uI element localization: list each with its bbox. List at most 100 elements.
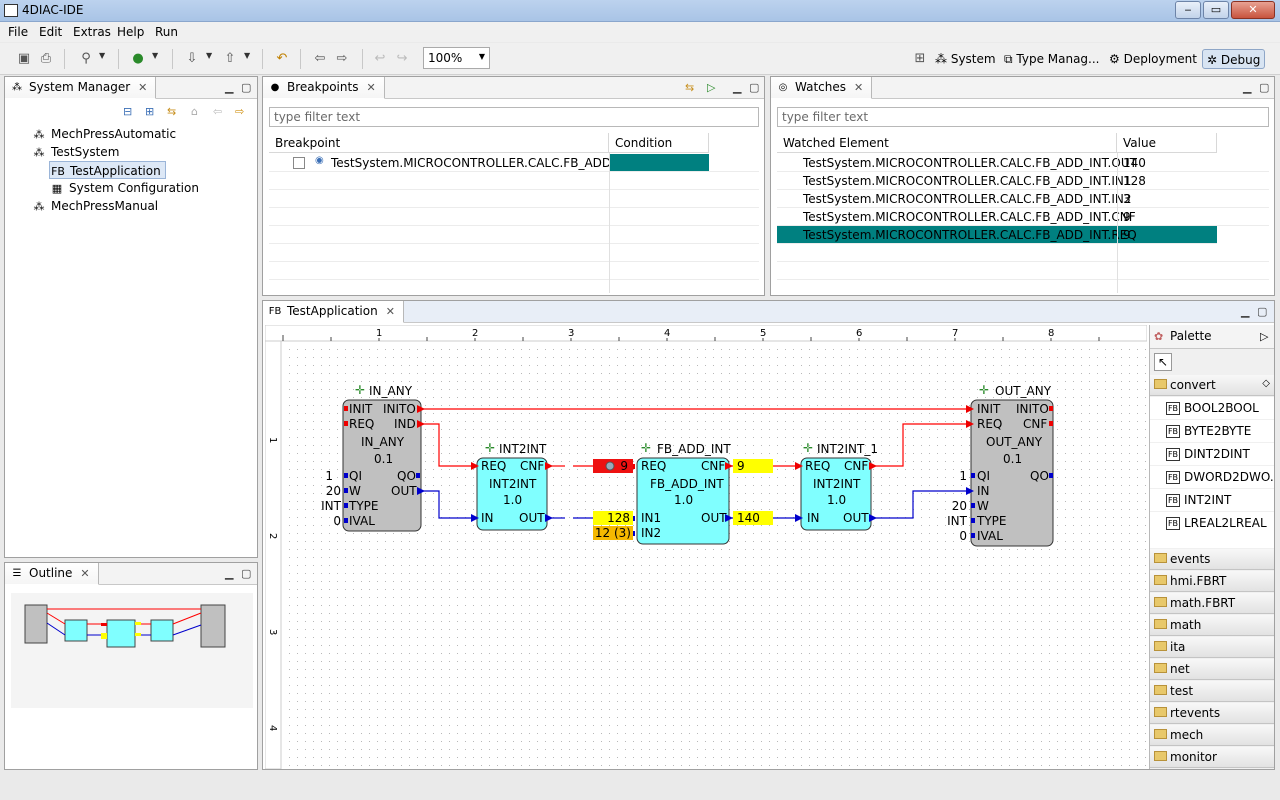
minimize-view-icon[interactable]: ▁ xyxy=(1241,305,1249,318)
palette-category[interactable]: net xyxy=(1150,659,1274,680)
outline-thumbnail[interactable] xyxy=(11,593,253,708)
minimize-view-icon[interactable]: ▁ xyxy=(733,81,741,94)
watch-row-selected[interactable]: TestSystem.MICROCONTROLLER.CALC.FB_ADD_I… xyxy=(777,226,1217,244)
breakpoint-filter-input[interactable]: type filter text xyxy=(269,107,759,127)
tab-testapplication[interactable]: FBTestApplication✕ xyxy=(263,301,404,323)
palette-item[interactable]: FBLREAL2LREAL xyxy=(1150,512,1274,534)
last-edit-icon[interactable]: ↶ xyxy=(274,51,290,67)
close-tab-icon[interactable]: ✕ xyxy=(366,81,375,94)
minimize-view-icon[interactable]: ▁ xyxy=(225,81,233,94)
redo-icon[interactable]: ↪ xyxy=(394,51,410,67)
back-nav-icon[interactable]: ⇦ xyxy=(213,105,222,118)
next-annotation-icon[interactable]: ⇩ xyxy=(184,51,200,67)
ruler-label: 1 xyxy=(376,328,382,339)
tab-outline[interactable]: ☰Outline✕ xyxy=(5,563,99,585)
close-tab-icon[interactable]: ✕ xyxy=(80,567,89,580)
save-icon[interactable]: ▣ xyxy=(16,51,32,67)
col-condition[interactable]: Condition xyxy=(609,133,709,153)
resume-icon[interactable]: ▷ xyxy=(707,81,715,94)
tab-system-manager[interactable]: ⁂System Manager✕ xyxy=(5,77,156,99)
watch-filter-input[interactable]: type filter text xyxy=(777,107,1269,127)
palette-category[interactable]: hmi.FBRT xyxy=(1150,571,1274,592)
palette-category-convert[interactable]: convert◇ xyxy=(1150,375,1274,396)
skip-breakpoints-icon[interactable]: ⇆ xyxy=(685,81,694,94)
close-tab-icon[interactable]: ✕ xyxy=(854,81,863,94)
col-value[interactable]: Value xyxy=(1117,133,1217,153)
run-icon[interactable]: ● xyxy=(130,51,146,67)
perspective-deployment[interactable]: ⚙ Deployment xyxy=(1105,49,1201,69)
expand-all-icon[interactable]: ⊞ xyxy=(145,105,154,118)
menu-help[interactable]: Help xyxy=(117,25,144,39)
maximize-view-icon[interactable]: ▢ xyxy=(749,81,759,94)
select-tool-icon[interactable]: ↖ xyxy=(1154,353,1172,371)
menu-edit[interactable]: Edit xyxy=(39,25,62,39)
forward-icon[interactable]: ⇨ xyxy=(334,51,350,67)
tab-breakpoints[interactable]: ●Breakpoints✕ xyxy=(263,77,385,99)
forward-nav-icon[interactable]: ⇨ xyxy=(235,105,244,118)
system-icon: ⁂ xyxy=(31,198,47,216)
fb-int2int-1[interactable]: ✛ INT2INT_1 REQ CNF INT2INT 1.0 IN OUT xyxy=(795,441,878,530)
palette-category[interactable]: rtevents xyxy=(1150,703,1274,724)
zoom-select[interactable]: 100%▼ xyxy=(423,47,490,69)
undo-icon[interactable]: ↩ xyxy=(372,51,388,67)
chevron-down-icon: ▼ xyxy=(479,52,485,61)
palette-item[interactable]: FBDWORD2DWO... xyxy=(1150,466,1274,488)
palette-category[interactable]: test xyxy=(1150,681,1274,702)
print-icon[interactable]: ⎙ xyxy=(38,51,54,67)
close-window-icon[interactable]: ✕ xyxy=(1231,1,1275,19)
palette-category[interactable]: events xyxy=(1150,549,1274,570)
menu-extras[interactable]: Extras xyxy=(73,25,111,39)
palette-category[interactable]: ita xyxy=(1150,637,1274,658)
fb-instance-name: IN_ANY xyxy=(369,384,413,398)
palette-category[interactable]: math xyxy=(1150,615,1274,636)
home-icon[interactable]: ⌂ xyxy=(191,105,198,118)
open-perspective-icon[interactable]: ⊞ xyxy=(912,51,928,67)
palette-item[interactable]: FBINT2INT xyxy=(1150,489,1274,511)
maximize-icon[interactable]: ▭ xyxy=(1203,1,1229,19)
tree-item-mechpressmanual[interactable]: ⁂MechPressManual xyxy=(31,197,158,215)
tab-watches[interactable]: ◎Watches✕ xyxy=(771,77,872,99)
condition-cell[interactable] xyxy=(609,154,709,171)
svg-text:FB_ADD_INT: FB_ADD_INT xyxy=(650,477,724,491)
tree-item-testapplication[interactable]: FBTestApplication xyxy=(49,161,166,179)
palette-item[interactable]: FBDINT2DINT xyxy=(1150,443,1274,465)
minimize-view-icon[interactable]: ▁ xyxy=(1243,81,1251,94)
back-icon[interactable]: ⇦ xyxy=(312,51,328,67)
tree-item-system-configuration[interactable]: ▦System Configuration xyxy=(49,179,199,197)
tree-item-testsystem[interactable]: ⁂TestSystem xyxy=(31,143,119,161)
palette-category[interactable]: monitor xyxy=(1150,747,1274,768)
maximize-view-icon[interactable]: ▢ xyxy=(241,81,251,94)
maximize-view-icon[interactable]: ▢ xyxy=(241,567,251,580)
fb-network-canvas[interactable]: 1 2 3 4 5 6 7 8 1 2 3 4 xyxy=(265,325,1147,769)
col-breakpoint[interactable]: Breakpoint xyxy=(269,133,609,153)
collapse-all-icon[interactable]: ⊟ xyxy=(123,105,132,118)
ruler-label: 6 xyxy=(856,328,862,339)
breakpoint-row[interactable]: ◉ TestSystem.MICROCONTROLLER.CALC.FB_ADD… xyxy=(269,154,759,172)
maximize-view-icon[interactable]: ▢ xyxy=(1259,81,1269,94)
palette-category[interactable]: math.FBRT xyxy=(1150,593,1274,614)
close-tab-icon[interactable]: ✕ xyxy=(386,305,395,318)
perspective-system[interactable]: ⁂ System xyxy=(931,49,1000,69)
watch-row[interactable]: TestSystem.MICROCONTROLLER.CALC.FB_ADD_I… xyxy=(777,154,1269,172)
perspective-type-manager[interactable]: ⧉ Type Manag... xyxy=(1000,49,1104,69)
search-icon[interactable]: ⚲ xyxy=(78,51,94,67)
chevron-right-icon[interactable]: ▷ xyxy=(1260,330,1268,343)
prev-annotation-icon[interactable]: ⇧ xyxy=(222,51,238,67)
minimize-view-icon[interactable]: ▁ xyxy=(225,567,233,580)
breakpoint-checkbox[interactable] xyxy=(293,157,305,169)
link-editor-icon[interactable]: ⇆ xyxy=(167,105,176,118)
maximize-view-icon[interactable]: ▢ xyxy=(1257,305,1267,318)
close-tab-icon[interactable]: ✕ xyxy=(138,81,147,94)
watch-row[interactable]: TestSystem.MICROCONTROLLER.CALC.FB_ADD_I… xyxy=(777,208,1269,226)
col-watched-element[interactable]: Watched Element xyxy=(777,133,1117,153)
palette-item[interactable]: FBBYTE2BYTE xyxy=(1150,420,1274,442)
palette-item[interactable]: FBBOOL2BOOL xyxy=(1150,397,1274,419)
perspective-debug[interactable]: ✲ Debug xyxy=(1202,49,1265,69)
watch-row[interactable]: TestSystem.MICROCONTROLLER.CALC.FB_ADD_I… xyxy=(777,172,1269,190)
menu-run[interactable]: Run xyxy=(155,25,178,39)
tree-item-mechpressautomatic[interactable]: ⁂MechPressAutomatic xyxy=(31,125,176,143)
menu-file[interactable]: File xyxy=(8,25,28,39)
palette-category[interactable]: mech xyxy=(1150,725,1274,746)
minimize-icon[interactable]: ‒ xyxy=(1175,1,1201,19)
watch-row[interactable]: TestSystem.MICROCONTROLLER.CALC.FB_ADD_I… xyxy=(777,190,1269,208)
